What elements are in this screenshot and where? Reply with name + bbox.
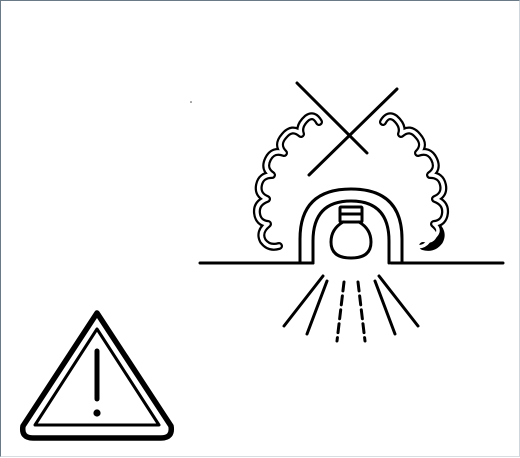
light-rays-icon <box>284 276 418 341</box>
light-bulb-icon <box>331 207 371 258</box>
heating-coil-right-icon <box>383 116 445 247</box>
warning-triangle-icon <box>23 313 172 438</box>
speck <box>190 101 192 103</box>
heating-coil-left-icon <box>257 116 319 247</box>
cross-out-icon <box>297 83 397 175</box>
exclamation-dot <box>93 409 100 416</box>
no-heating-coil-over-lamp-icon <box>200 83 503 341</box>
lamp-housing-icon <box>300 189 402 263</box>
